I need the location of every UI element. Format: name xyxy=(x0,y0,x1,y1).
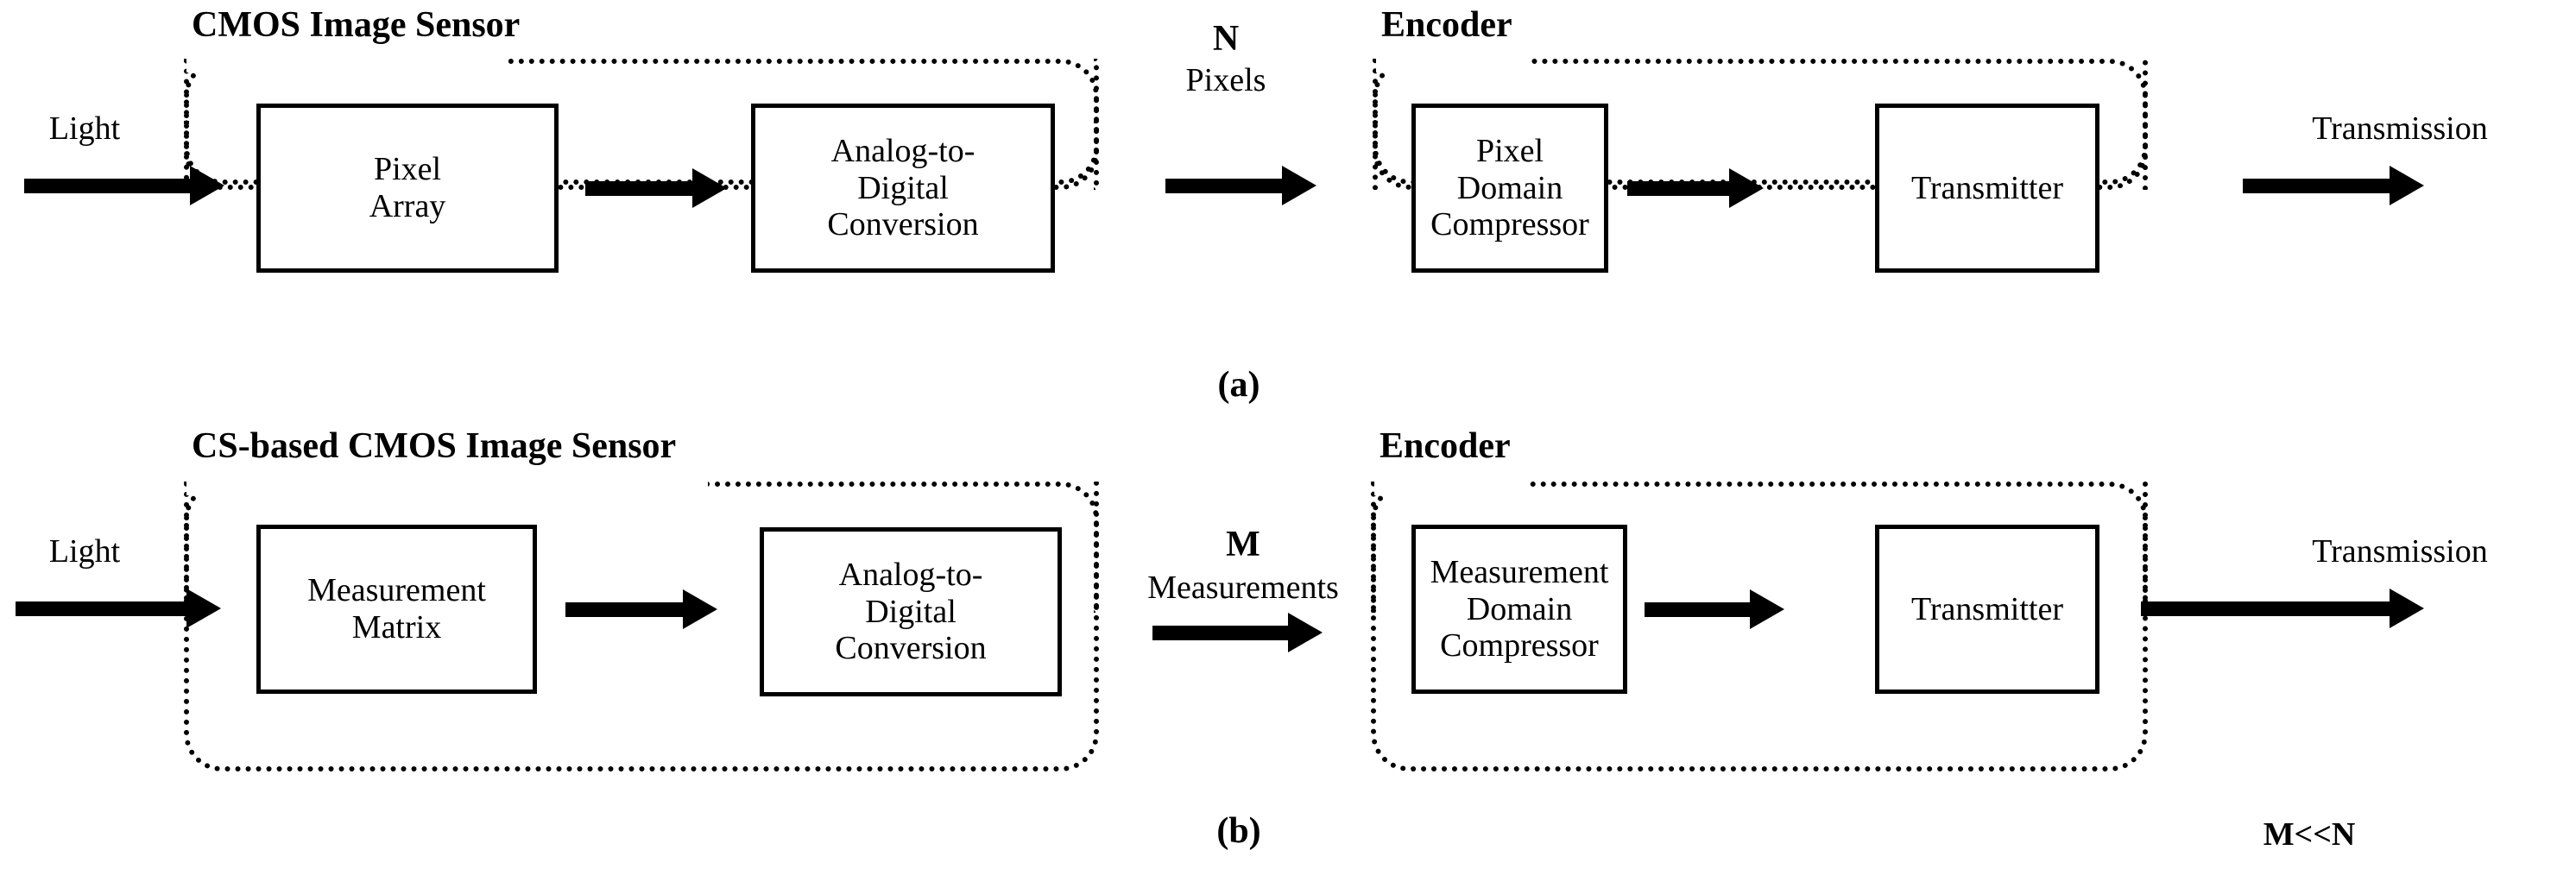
block-measurement-matrix: Measurement Matrix xyxy=(256,525,537,694)
group-title-cs-cmos-image-sensor: CS-based CMOS Image Sensor xyxy=(192,426,677,466)
right-arrow-icon-b1 xyxy=(565,589,721,629)
interconnect-label-m-measurements-b: Measurements xyxy=(1147,570,1339,606)
right-arrow-icon-transmission-b xyxy=(2141,589,2426,628)
group-title-cmos-image-sensor: CMOS Image Sensor xyxy=(192,5,521,45)
block-pixel-domain-compressor: Pixel Domain Compressor xyxy=(1411,104,1608,273)
output-label-transmission-a: Transmission xyxy=(2312,110,2488,147)
group-encoder-b-top xyxy=(1371,482,2148,613)
block-transmitter-b: Transmitter xyxy=(1875,525,2099,694)
group-cs-cmos-image-sensor-body xyxy=(184,482,1099,771)
right-arrow-icon-a1 xyxy=(585,168,728,208)
interconnect-label-n-bold-a: N xyxy=(1212,19,1240,59)
interconnect-label-m-bold-b: M xyxy=(1226,525,1260,564)
group-title-mask-a1 xyxy=(186,50,508,72)
note-m-much-less-than-n: M<<N xyxy=(2263,816,2356,853)
caption-a: (a) xyxy=(1217,365,1260,405)
right-arrow-icon-transmission-a xyxy=(2243,166,2426,205)
group-encoder-b-body xyxy=(1371,482,2148,771)
group-title-encoder-b: Encoder xyxy=(1380,426,1511,466)
interconnect-label-n-pixels-a: Pixels xyxy=(1185,62,1266,98)
block-adc-b: Analog-to- Digital Conversion xyxy=(760,527,1062,696)
block-adc-a: Analog-to- Digital Conversion xyxy=(751,104,1055,273)
block-pixel-array: Pixel Array xyxy=(256,104,559,273)
group-title-mask-a2 xyxy=(1376,50,1528,72)
right-arrow-icon-a2 xyxy=(1627,168,1765,208)
right-arrow-icon-b2 xyxy=(1645,589,1787,629)
group-title-mask-b1 xyxy=(186,473,708,495)
output-label-transmission-b: Transmission xyxy=(2312,533,2488,570)
input-label-light-a: Light xyxy=(48,110,121,147)
block-transmitter-a: Transmitter xyxy=(1875,104,2099,273)
group-title-mask-b2 xyxy=(1374,473,1526,495)
right-arrow-icon-m-measurements-b xyxy=(1152,613,1325,652)
group-title-encoder-a: Encoder xyxy=(1381,5,1512,45)
input-label-light-b: Light xyxy=(48,533,121,570)
right-arrow-icon-n-pixels-a xyxy=(1165,166,1316,205)
block-measurement-domain-compressor: Measurement Domain Compressor xyxy=(1411,525,1627,694)
caption-b: (b) xyxy=(1216,811,1261,851)
